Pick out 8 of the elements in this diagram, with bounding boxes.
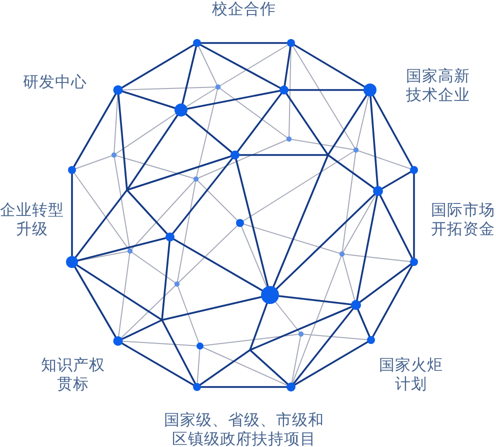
topic-label: 知识产权贯标	[40, 356, 106, 394]
topic-label: 国家火炬计划	[378, 356, 444, 394]
topic-label: 国家级、省级、市级和区镇级政府扶持项目	[163, 411, 325, 447]
topic-label: 国际市场开拓资金	[430, 201, 496, 239]
topic-label: 企业转型升级	[0, 201, 65, 239]
topic-label: 国家高新技术企业	[405, 67, 471, 105]
topic-label: 校企合作	[211, 0, 277, 19]
topic-label: 研发中心	[22, 73, 88, 92]
